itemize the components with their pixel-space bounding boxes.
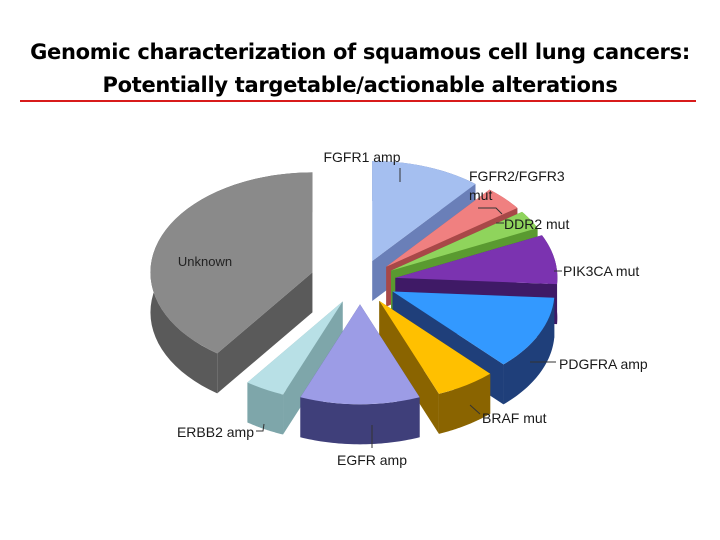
slice-top-ddr2-mut — [390, 211, 538, 271]
label-pdgfra-amp-line-0: PDGFRA amp — [559, 356, 648, 372]
slice-top-unknown — [150, 172, 313, 354]
label-braf-mut: BRAF mut — [482, 410, 547, 426]
slice-top-pik3ca-mut — [395, 235, 558, 285]
slice-side-egfr-amp — [300, 397, 420, 445]
label-egfr-amp-line-0: EGFR amp — [337, 452, 407, 468]
slice-wall-braf-mut-1 — [379, 300, 439, 434]
label-unknown: Unknown — [178, 254, 232, 269]
leader-erbb2-amp — [256, 423, 265, 432]
label-erbb2-amp: ERBB2 amp — [177, 424, 254, 440]
label-fgfr2-fgfr3-mut: FGFR2/FGFR3 mut — [469, 168, 565, 203]
slice-side-erbb2-amp — [247, 382, 284, 435]
label-ddr2-mut: DDR2 mut — [504, 216, 569, 232]
label-fgfr2-fgfr3-mut-line-1: mut — [469, 187, 492, 203]
title-underline — [20, 100, 696, 102]
slice-braf-mut — [379, 300, 491, 434]
label-braf-mut-line-0: BRAF mut — [482, 410, 547, 426]
slice-top-erbb2-amp — [247, 301, 343, 395]
label-egfr-amp: EGFR amp — [337, 452, 407, 468]
label-fgfr1-amp-line-0: FGFR1 amp — [323, 149, 400, 165]
label-pdgfra-amp: PDGFRA amp — [559, 356, 648, 372]
slice-top-fgfr2-fgfr3-mut — [386, 189, 518, 267]
label-ddr2-mut-line-0: DDR2 mut — [504, 216, 569, 232]
slide-title: Genomic characterization of squamous cel… — [0, 36, 720, 102]
title-line-2: Potentially targetable/actionable altera… — [102, 73, 618, 97]
label-pik3ca-mut: PIK3CA mut — [563, 263, 639, 279]
slice-top-braf-mut — [379, 300, 491, 394]
slice-top-pdgfra-amp — [392, 291, 555, 365]
label-erbb2-amp-line-0: ERBB2 amp — [177, 424, 254, 440]
title-line-1: Genomic characterization of squamous cel… — [30, 40, 690, 64]
label-pik3ca-mut-line-0: PIK3CA mut — [563, 263, 639, 279]
leader-fgfr2-fgfr3-mut — [478, 207, 503, 215]
label-unknown-line-0: Unknown — [178, 254, 232, 269]
label-fgfr2-fgfr3-mut-line-0: FGFR2/FGFR3 — [469, 168, 565, 184]
label-fgfr1-amp: FGFR1 amp — [323, 149, 400, 165]
slice-top-fgfr1-amp — [372, 160, 476, 261]
slice-erbb2-amp — [247, 301, 343, 435]
slice-wall-unknown-0 — [217, 272, 313, 394]
slice-egfr-amp — [300, 304, 420, 445]
slice-top-egfr-amp — [300, 304, 420, 405]
slice-side-braf-mut — [438, 373, 491, 434]
slice-side-pdgfra-amp — [503, 297, 555, 405]
leader-braf-mut — [469, 404, 481, 415]
slice-unknown — [150, 172, 313, 394]
